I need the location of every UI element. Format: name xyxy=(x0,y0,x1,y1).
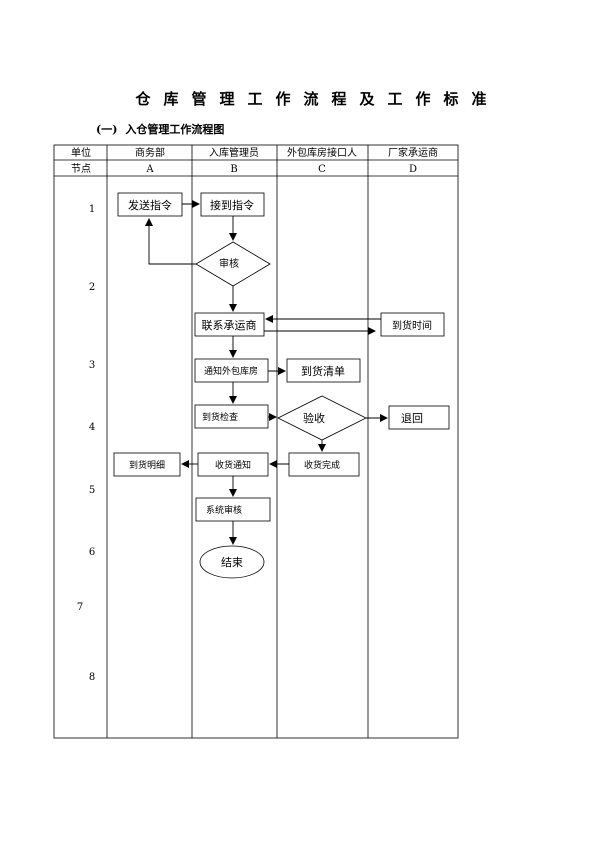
header-outsourced-contact: 外包库房接口人 xyxy=(287,146,357,159)
code-a: A xyxy=(145,164,154,175)
system-review-label: 系统审核 xyxy=(206,504,242,516)
arrival-time-box xyxy=(380,312,445,337)
node-number: 7 xyxy=(77,602,83,613)
code-b: B xyxy=(230,164,237,175)
header-unit: 单位 xyxy=(71,146,91,159)
arrival-list-box xyxy=(286,358,361,383)
header-carrier: 厂家承运商 xyxy=(388,146,438,159)
header-node: 节点 xyxy=(71,163,91,175)
section-title: 入仓管理工作流程图 xyxy=(125,123,225,136)
send-order-label: 发送指令 xyxy=(128,198,172,212)
arrival-detail-box xyxy=(113,452,181,477)
send-order-box xyxy=(117,192,183,217)
review-label: 审核 xyxy=(219,257,239,270)
arrival-time-label: 到货时间 xyxy=(392,319,432,332)
node-number: 3 xyxy=(89,360,95,371)
table-header: 单位 商务部 入库管理员 外包库房接口人 厂家承运商 节点 A B C D xyxy=(71,146,438,175)
receipt-done-label: 收货完成 xyxy=(304,459,340,471)
header-business: 商务部 xyxy=(135,146,165,159)
node-number: 2 xyxy=(89,282,95,293)
end-terminator xyxy=(199,545,265,579)
code-d: D xyxy=(409,164,417,175)
contact-carrier-box xyxy=(194,312,265,337)
receive-order-label: 接到指令 xyxy=(210,198,254,212)
page-title: 仓库管理工作流程及工作标准 xyxy=(135,90,500,108)
contact-carrier-label: 联系承运商 xyxy=(202,318,257,332)
node-numbers: 1 2 3 4 5 6 7 8 xyxy=(77,204,95,683)
table-border xyxy=(53,144,459,739)
header-receiving-clerk: 入库管理员 xyxy=(209,146,259,159)
node-number: 6 xyxy=(89,547,95,558)
receive-order-box xyxy=(200,192,265,217)
node-number: 4 xyxy=(89,422,95,433)
node-number: 5 xyxy=(89,485,95,496)
inspect-label: 验收 xyxy=(303,411,325,425)
notify-warehouse-label: 通知外包库房 xyxy=(204,365,258,377)
node-number: 8 xyxy=(89,672,95,683)
arrival-check-label: 到货检查 xyxy=(202,411,238,423)
return-box xyxy=(388,405,450,430)
arrival-check-box xyxy=(194,404,269,429)
receipt-notice-label: 收货通知 xyxy=(215,459,251,471)
arrival-list-label: 到货清单 xyxy=(301,364,345,378)
arrival-detail-label: 到货明细 xyxy=(129,459,165,471)
notify-warehouse-box xyxy=(194,358,269,383)
node-number: 1 xyxy=(89,204,95,215)
receipt-done-box xyxy=(288,452,360,477)
arrow-review-reject xyxy=(145,218,196,265)
code-c: C xyxy=(318,164,326,175)
return-label: 退回 xyxy=(401,412,423,425)
end-label: 结束 xyxy=(221,556,243,569)
section-number: (一) xyxy=(96,123,118,136)
swimlane-table xyxy=(53,144,459,739)
section-heading: (一) 入仓管理工作流程图 xyxy=(96,121,232,137)
